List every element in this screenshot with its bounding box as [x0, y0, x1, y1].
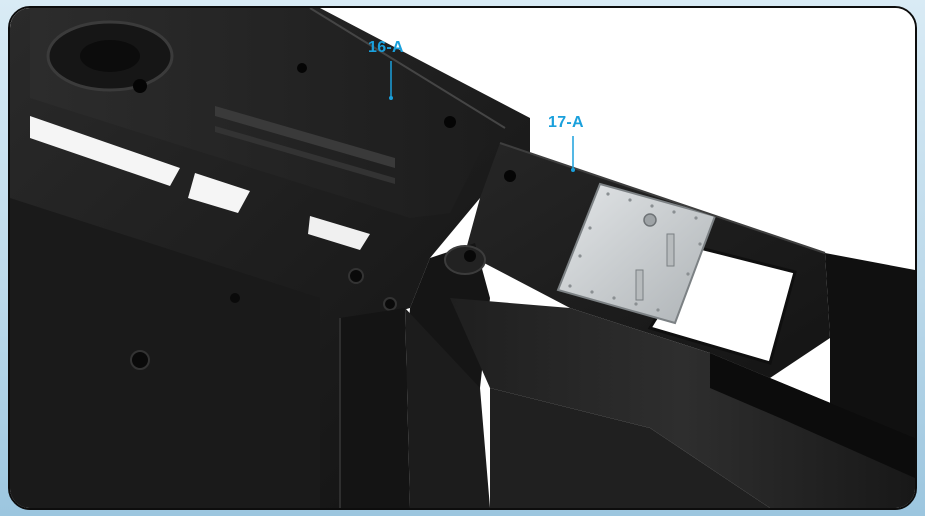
metal-plate [556, 182, 717, 325]
model-chassis-photo [10, 8, 915, 508]
callout-label-16a: 16-A [368, 39, 404, 56]
photo-frame: 16-A 17-A [8, 6, 917, 510]
sloped-beam [450, 298, 915, 508]
callout-label-17a: 17-A [548, 114, 584, 131]
